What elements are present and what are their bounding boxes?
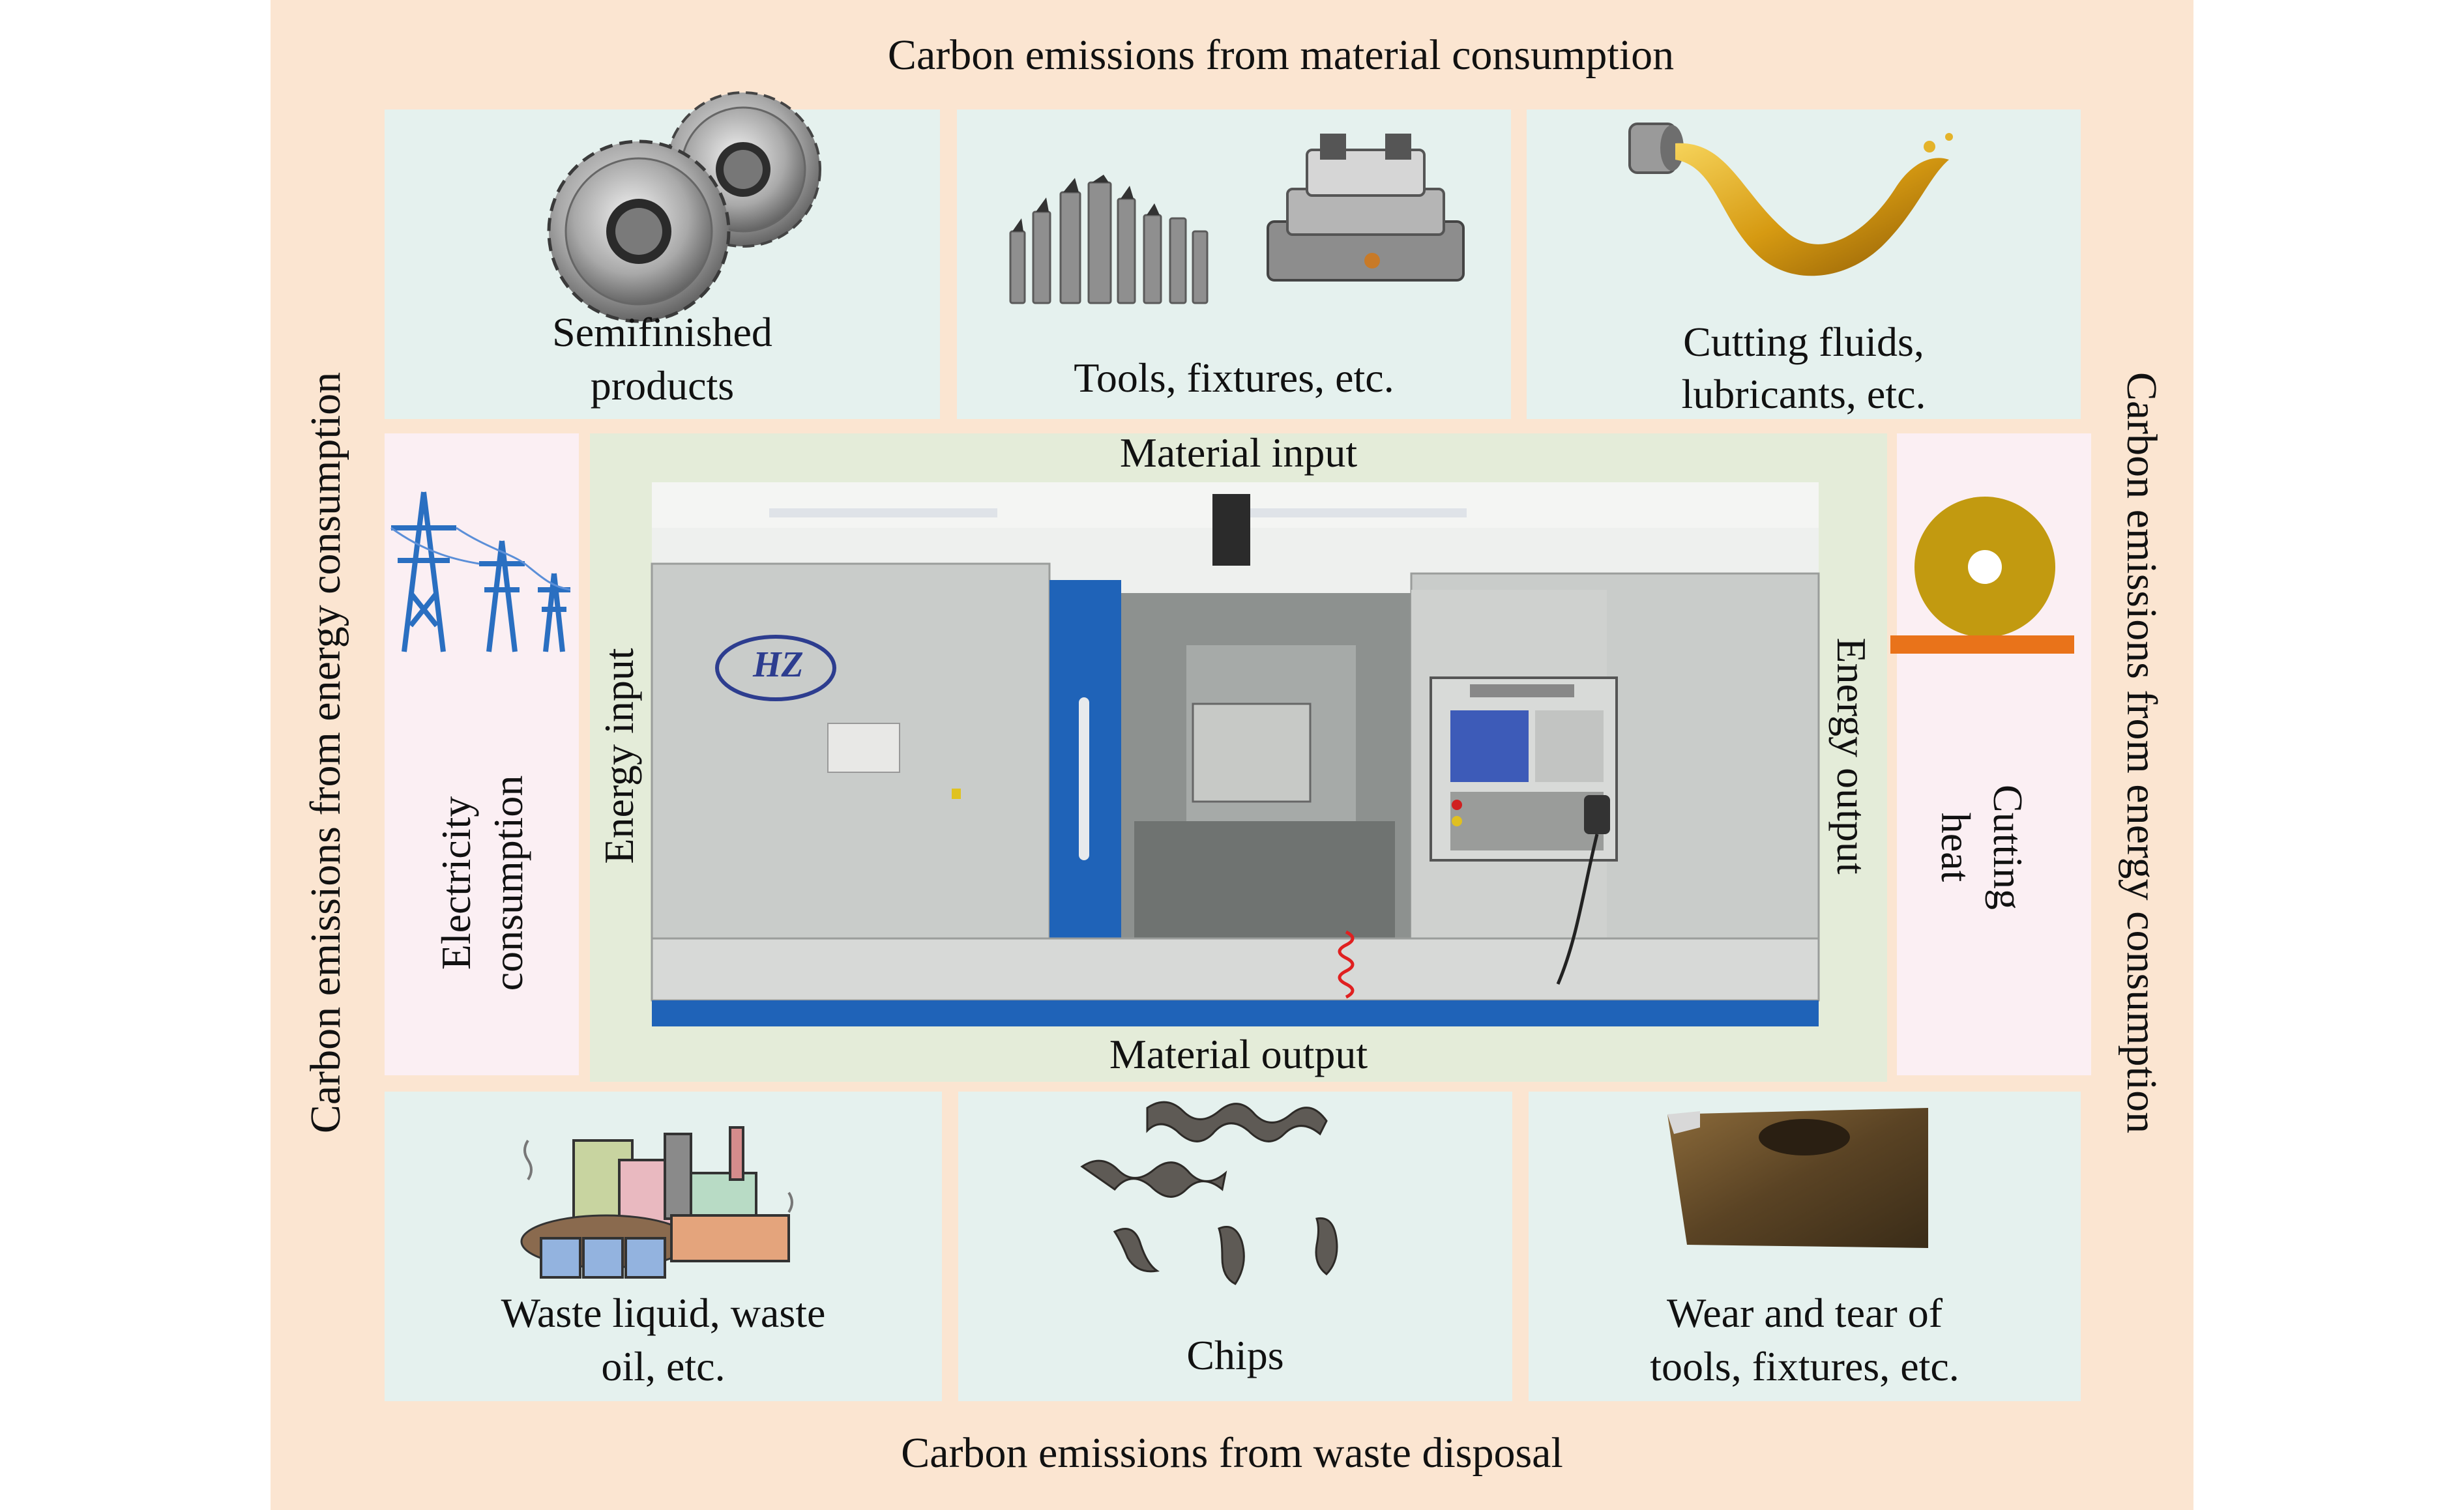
cutting-fluid-icon [1628, 123, 1953, 276]
left-title: Carbon emissions from energy consumption [302, 371, 349, 1134]
worn-tool-insert-icon [1667, 1108, 1928, 1248]
heat-label-line2: heat [1933, 812, 1979, 882]
electricity-label-line1: Electricity [433, 796, 479, 970]
fluids-label-line1: Cutting fluids, [1683, 319, 1924, 365]
waste-liquid-label-line2: oil, etc. [601, 1343, 726, 1389]
tools-icon [1009, 175, 1209, 304]
right-title: Carbon emissions from energy consumption [2118, 371, 2165, 1134]
energy-input-label: Energy input [596, 648, 642, 864]
energy-output-label: Energy output [1828, 637, 1875, 875]
material-input-label: Material input [1119, 429, 1358, 476]
material-output-label: Material output [1109, 1031, 1368, 1077]
bottom-title: Carbon emissions from waste disposal [901, 1429, 1563, 1477]
waste-factory-icon [520, 1126, 793, 1279]
fluids-label-line2: lubricants, etc. [1681, 371, 1926, 417]
power-tower-icon [390, 491, 571, 652]
tools-label: Tools, fixtures, etc. [1074, 355, 1394, 401]
cnc-machine-photo: HZ [651, 482, 1820, 1026]
gears-icon [547, 91, 821, 323]
semifinished-label-line1: Semifinished [552, 309, 772, 355]
cutting-heat-icon [1890, 497, 2074, 654]
electricity-label-line2: consumption [485, 775, 531, 991]
wear-label-line2: tools, fixtures, etc. [1650, 1343, 1959, 1389]
top-title: Carbon emissions from material consumpti… [887, 31, 1675, 79]
waste-liquid-label-line1: Waste liquid, waste [501, 1290, 826, 1336]
chips-label: Chips [1186, 1332, 1284, 1378]
semifinished-label-line2: products [590, 362, 735, 409]
wear-label-line1: Wear and tear of [1666, 1290, 1943, 1336]
heat-label-line1: Cutting [1985, 784, 2031, 910]
fixture-icon [1267, 134, 1465, 282]
metal-chips-icon [1080, 1101, 1338, 1285]
machine-brand-logo: HZ [752, 645, 804, 685]
